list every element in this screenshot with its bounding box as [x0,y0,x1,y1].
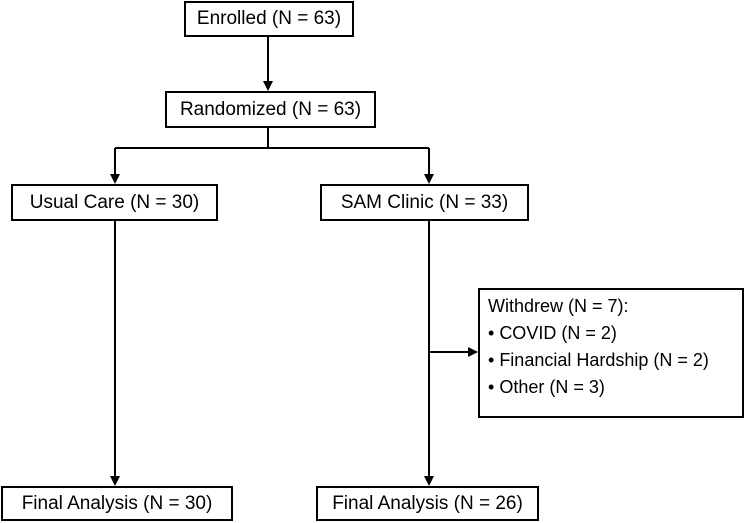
final-analysis-sam-label: Final Analysis (N = 26) [332,492,523,514]
usual-care-label: Usual Care (N = 30) [29,191,200,213]
final-analysis-usual-label: Final Analysis (N = 30) [21,492,213,514]
randomized-box: Randomized (N = 63) [165,91,376,128]
sam-clinic-box: SAM Clinic (N = 33) [320,184,529,221]
final-analysis-sam-box: Final Analysis (N = 26) [316,486,539,521]
withdrew-item-other: Other (N = 3) [488,374,734,401]
withdrew-item-covid: COVID (N = 2) [488,320,734,347]
randomized-label: Randomized (N = 63) [179,98,362,120]
final-analysis-usual-box: Final Analysis (N = 30) [1,486,233,521]
withdrew-box: Withdrew (N = 7): COVID (N = 2) Financia… [478,288,744,418]
withdrew-title: Withdrew (N = 7): [488,296,629,316]
withdrew-item-financial-hardship: Financial Hardship (N = 2) [488,347,734,374]
enrolled-box: Enrolled (N = 63) [184,1,354,37]
enrolled-label: Enrolled (N = 63) [196,8,342,29]
withdrew-list: COVID (N = 2) Financial Hardship (N = 2)… [488,320,734,401]
sam-clinic-label: SAM Clinic (N = 33) [340,191,509,213]
usual-care-box: Usual Care (N = 30) [11,184,218,221]
